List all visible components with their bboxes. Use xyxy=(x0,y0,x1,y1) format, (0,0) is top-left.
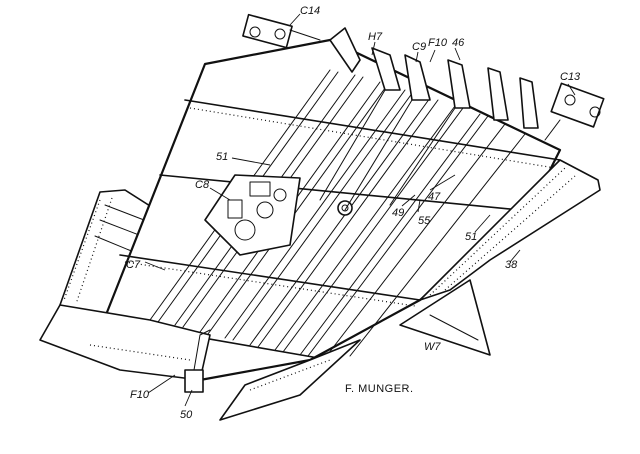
ref-50: 50 xyxy=(180,409,193,421)
inventor-signature: F. MUNGER. xyxy=(345,383,414,395)
actuator-c13 xyxy=(544,82,605,141)
ref-49: 49 xyxy=(392,207,404,219)
ref-55: 55 xyxy=(418,215,431,227)
ref-47: 47 xyxy=(428,191,441,203)
ref-51-left: 51 xyxy=(216,151,228,163)
ref-38: 38 xyxy=(505,259,518,271)
ref-w7: W7 xyxy=(424,341,441,353)
actuator-c14 xyxy=(242,13,321,49)
main-truss-body xyxy=(98,38,562,382)
keel-fin xyxy=(399,279,491,356)
ref-f10-bottom: F10 xyxy=(130,389,150,401)
control-box xyxy=(204,174,301,256)
ref-f10-top: F10 xyxy=(428,37,448,49)
ref-h7: H7 xyxy=(368,31,383,43)
ref-c13: C13 xyxy=(560,71,581,83)
ref-c9: C9 xyxy=(412,41,426,53)
hinge-brackets xyxy=(319,27,539,211)
leader-lines xyxy=(144,13,576,407)
leading-edge xyxy=(39,304,361,421)
ref-46: 46 xyxy=(452,37,465,49)
ref-c8: C8 xyxy=(195,179,210,191)
ref-51-right: 51 xyxy=(465,231,477,243)
ref-c14: C14 xyxy=(300,5,320,17)
ref-c7: C7 xyxy=(126,259,141,271)
reference-labels: C14 H7 C9 F10 46 C13 51 C8 47 49 55 51 C… xyxy=(126,5,581,421)
bottom-linkage xyxy=(184,329,211,393)
right-skin-panel xyxy=(419,159,601,301)
